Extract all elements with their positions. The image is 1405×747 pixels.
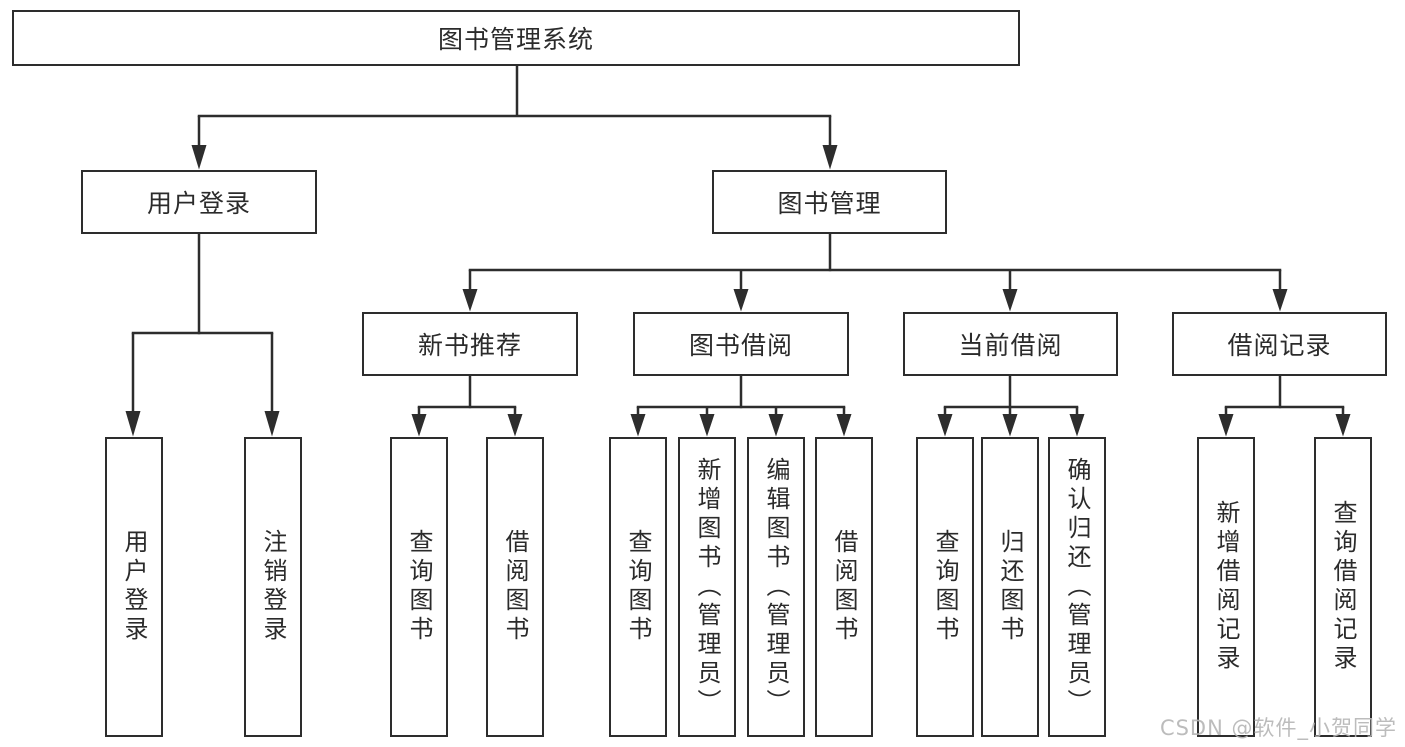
edge-borrow-records-to-leaves <box>1218 376 1351 437</box>
csdn-watermark: CSDN @软件_小贺同学 <box>1159 716 1397 740</box>
leaf-borrow-books-2: 借阅图书 <box>815 437 873 737</box>
leaf-add-books-admin: 新增图书（管理员） <box>678 437 736 737</box>
leaf-query-books-1: 查询图书 <box>390 437 448 737</box>
node-current-borrow: 当前借阅 <box>903 312 1118 376</box>
leaf-logout: 注销登录 <box>244 437 302 737</box>
node-user-login-branch: 用户登录 <box>81 170 317 234</box>
leaf-edit-books-admin: 编辑图书（管理员） <box>747 437 805 737</box>
node-root: 图书管理系统 <box>12 10 1020 66</box>
node-new-book-recommend: 新书推荐 <box>362 312 578 376</box>
leaf-query-books-2: 查询图书 <box>609 437 667 737</box>
leaf-return-books: 归还图书 <box>981 437 1039 737</box>
leaf-user-login: 用户登录 <box>105 437 163 737</box>
leaf-borrow-books-1: 借阅图书 <box>486 437 544 737</box>
edge-book-borrow-to-leaves <box>630 376 852 437</box>
node-borrow-records: 借阅记录 <box>1172 312 1387 376</box>
leaf-query-books-3: 查询图书 <box>916 437 974 737</box>
node-book-mgmt-branch: 图书管理 <box>712 170 947 234</box>
leaf-confirm-return-admin: 确认归还（管理员） <box>1048 437 1106 737</box>
leaf-add-borrow-record: 新增借阅记录 <box>1197 437 1255 737</box>
edge-book-mgmt-to-level3 <box>462 234 1288 312</box>
edge-root-to-level2 <box>191 66 838 170</box>
node-book-borrow: 图书借阅 <box>633 312 849 376</box>
leaf-query-borrow-record: 查询借阅记录 <box>1314 437 1372 737</box>
edge-current-borrow-to-leaves <box>937 376 1085 437</box>
edge-new-book-to-leaves <box>411 376 523 437</box>
edge-user-login-to-leaves <box>125 234 280 437</box>
